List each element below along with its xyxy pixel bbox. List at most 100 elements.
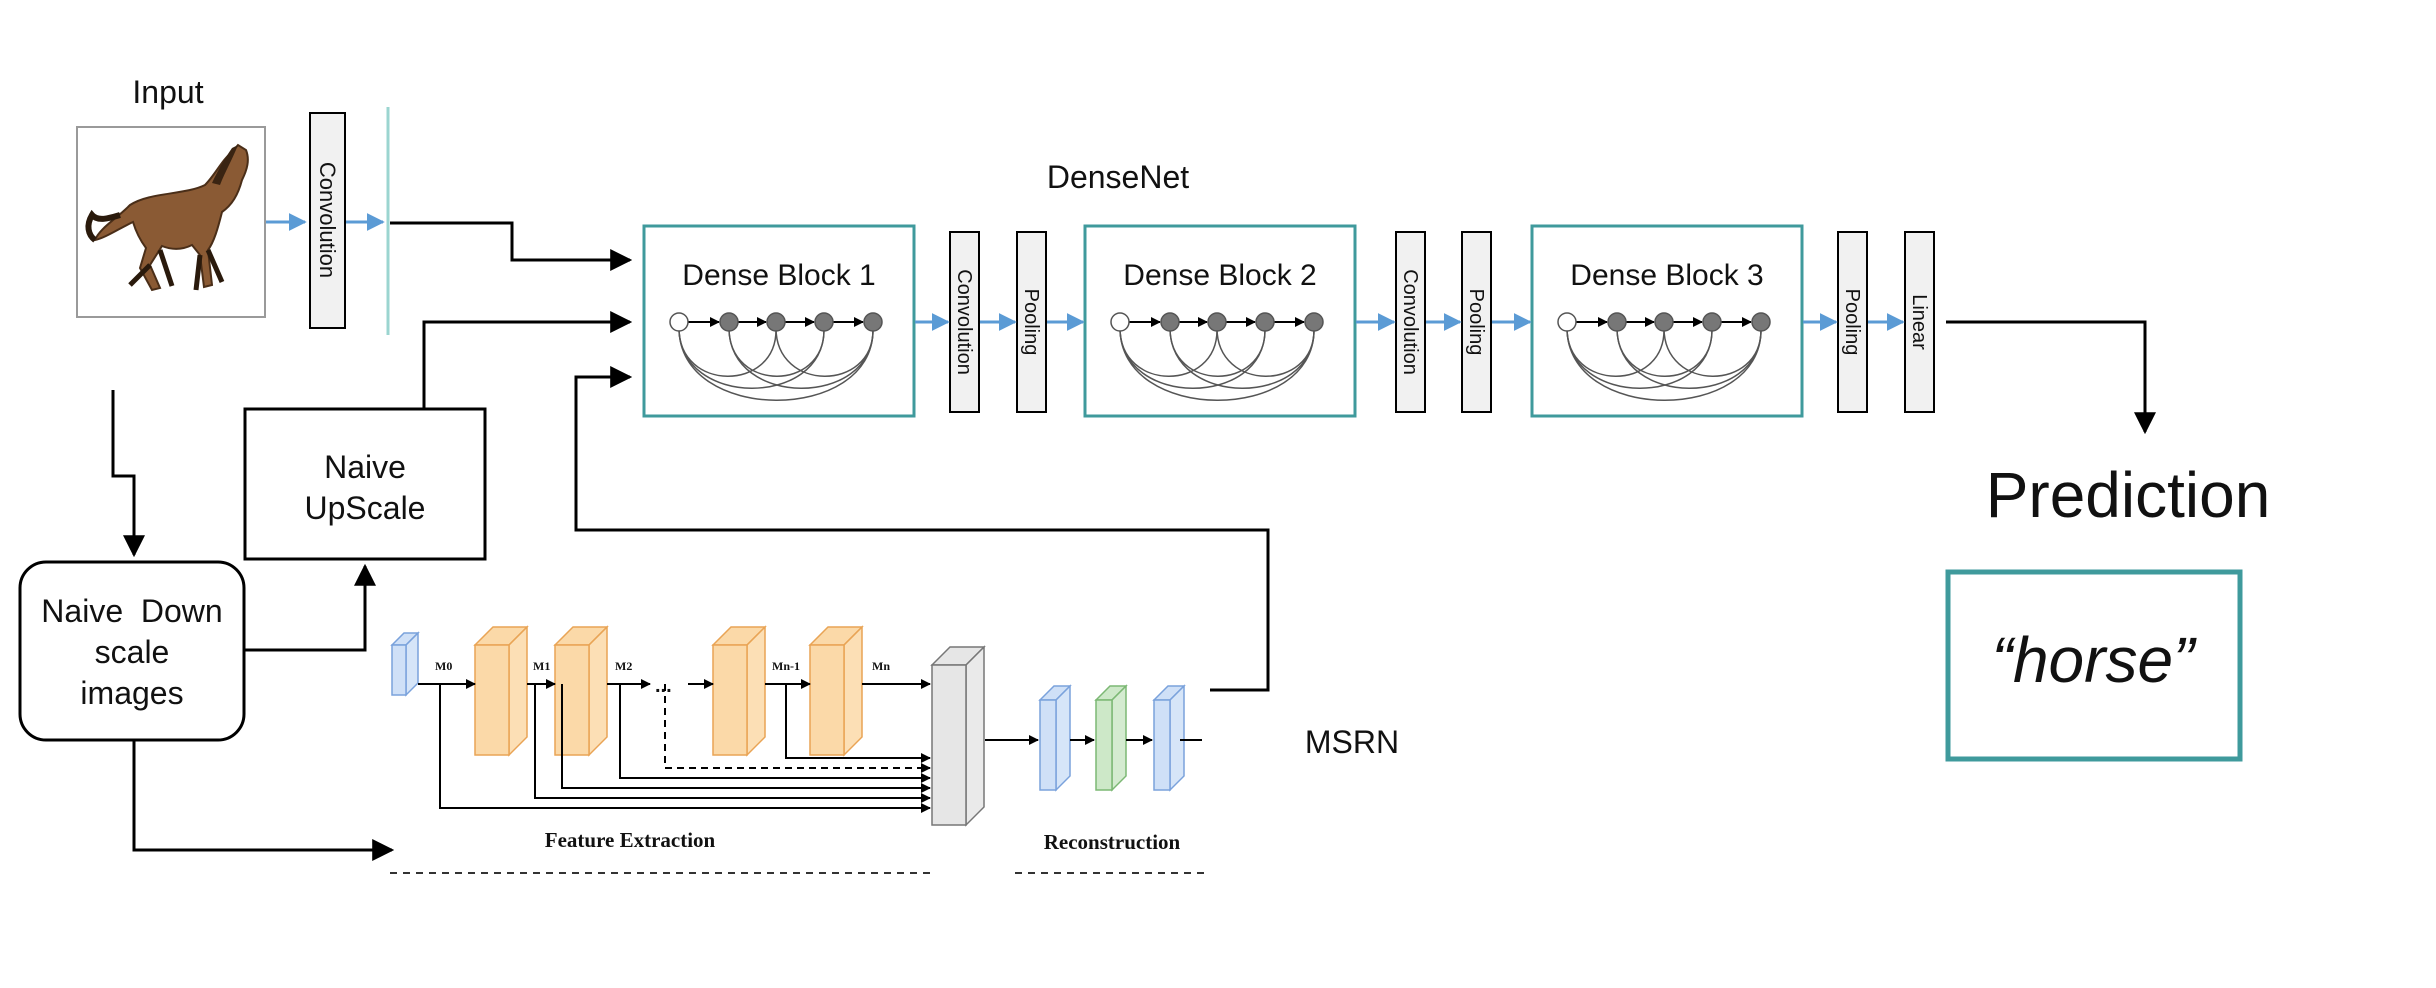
block-front-face bbox=[1153, 699, 1171, 791]
msrn-stage-label: M0 bbox=[435, 659, 452, 673]
block-front-face bbox=[391, 644, 407, 696]
arrow-feature-to-denseblock1 bbox=[390, 221, 633, 271]
dense-node bbox=[719, 312, 739, 332]
transition-layer-box bbox=[949, 231, 980, 413]
dense-node bbox=[766, 312, 786, 332]
msrn-skip-connection bbox=[439, 684, 931, 813]
naive-downscale-line-2: scale bbox=[95, 634, 170, 670]
dense-node bbox=[1702, 312, 1722, 332]
naive-upscale-line-1: Naive bbox=[324, 449, 406, 485]
dense-node bbox=[1304, 312, 1324, 332]
msrn-stage-label: Mn-1 bbox=[772, 659, 800, 673]
arrow-msrn-to-denseblock1 bbox=[574, 366, 1270, 692]
msrn-residual-block bbox=[711, 625, 767, 757]
arrow-linear-to-prediction bbox=[1946, 320, 2156, 435]
horse-image bbox=[85, 143, 249, 292]
dense-input-node bbox=[1557, 312, 1577, 332]
msrn-label: MSRN bbox=[1305, 724, 1399, 760]
transition-layer-box bbox=[1395, 231, 1426, 413]
block-side-face bbox=[405, 631, 419, 697]
transition-layer-pooling: Pooling bbox=[1837, 231, 1868, 413]
dense-block-label: Dense Block 2 bbox=[1123, 259, 1316, 292]
dense-input-node bbox=[1110, 312, 1130, 332]
dense-node bbox=[814, 312, 834, 332]
dense-block-2: Dense Block 2 bbox=[1083, 224, 1357, 418]
block-side-face bbox=[1111, 684, 1127, 792]
msrn-residual-block bbox=[553, 625, 609, 757]
naive-downscale-line-3: images bbox=[80, 675, 183, 711]
transition-layer-pooling: Pooling bbox=[1016, 231, 1047, 413]
dense-block-label: Dense Block 3 bbox=[1570, 259, 1763, 292]
transition-layer-linear: Linear bbox=[1904, 231, 1935, 413]
block-front-face bbox=[554, 644, 590, 756]
reconstruction-label: Reconstruction bbox=[1044, 830, 1181, 854]
dense-blocks: Dense Block 1 Dense Block 2 Dense Block 3 bbox=[642, 224, 1804, 418]
block-front-face bbox=[1095, 699, 1113, 791]
msrn-dots: ... bbox=[655, 675, 672, 697]
msrn-recon-conv-3 bbox=[1152, 684, 1186, 792]
dense-input-node bbox=[669, 312, 689, 332]
msrn-stage-label: M1 bbox=[533, 659, 550, 673]
dense-skip-connection bbox=[1216, 327, 1315, 377]
transition-layer-box bbox=[1016, 231, 1047, 413]
transition-layer-box bbox=[1461, 231, 1492, 413]
arrow-upscale-to-denseblock1 bbox=[422, 311, 633, 409]
input-convolution-layer bbox=[309, 112, 346, 329]
block-front-face bbox=[809, 644, 845, 756]
msrn-skip-connection bbox=[664, 684, 931, 773]
transition-layer-box bbox=[1904, 231, 1935, 413]
densenet-label: DenseNet bbox=[1047, 159, 1189, 195]
transition-layer-label: Convolution bbox=[953, 269, 975, 375]
transition-layer-box bbox=[1837, 231, 1868, 413]
msrn-network: ... M0 M1 M2 Mn-1 Mn bbox=[390, 625, 1202, 827]
transition-layer-convolution: Convolution bbox=[949, 231, 980, 413]
msrn-recon-conv-2 bbox=[1094, 684, 1128, 792]
transition-layer-label: Pooling bbox=[1465, 289, 1487, 356]
block-side-face bbox=[843, 625, 863, 757]
naive-downscale-line-1: Naive Down bbox=[41, 593, 222, 629]
transition-layer-label: Linear bbox=[1908, 294, 1930, 350]
msrn-bottleneck bbox=[930, 645, 986, 827]
naive-upscale-line-2: UpScale bbox=[305, 490, 426, 526]
block-side-face bbox=[508, 625, 528, 757]
block-side-face bbox=[1169, 684, 1185, 792]
dense-node bbox=[1751, 312, 1771, 332]
block-front-face bbox=[474, 644, 510, 756]
dense-node bbox=[1255, 312, 1275, 332]
block-front-face bbox=[1039, 699, 1057, 791]
transition-layer-label: Pooling bbox=[1841, 289, 1863, 356]
msrn-residual-block bbox=[473, 625, 529, 757]
msrn-stage-label: Mn bbox=[872, 659, 890, 673]
dense-block-1: Dense Block 1 bbox=[642, 224, 916, 418]
prediction-box bbox=[1945, 569, 2243, 762]
dense-node bbox=[1207, 312, 1227, 332]
block-side-face bbox=[1055, 684, 1071, 792]
arrow-input-to-downscale bbox=[111, 390, 145, 558]
block-side-face bbox=[965, 645, 985, 827]
arrow-downscale-to-msrn bbox=[132, 740, 395, 861]
transition-layers: Convolution Pooling Convolution Pooling Pool… bbox=[949, 231, 1935, 413]
dense-node bbox=[1654, 312, 1674, 332]
input-label: Input bbox=[132, 74, 203, 110]
dense-skip-connection bbox=[1663, 327, 1762, 377]
block-front-face bbox=[931, 664, 967, 826]
transition-layer-pooling: Pooling bbox=[1461, 231, 1492, 413]
dense-node bbox=[863, 312, 883, 332]
feature-extraction-label: Feature Extraction bbox=[545, 828, 716, 852]
arrow-downscale-to-upscale bbox=[244, 563, 376, 652]
dense-node bbox=[1607, 312, 1627, 332]
block-side-face bbox=[588, 625, 608, 757]
dense-node bbox=[1160, 312, 1180, 332]
dense-skip-connection bbox=[775, 327, 874, 377]
input-convolution-label: Convolution bbox=[315, 162, 340, 278]
block-side-face bbox=[746, 625, 766, 757]
dense-block-3: Dense Block 3 bbox=[1530, 224, 1804, 418]
msrn-residual-block bbox=[808, 625, 864, 757]
dense-block-label: Dense Block 1 bbox=[682, 259, 875, 292]
transition-layer-label: Pooling bbox=[1020, 289, 1042, 356]
transition-layer-label: Convolution bbox=[1399, 269, 1421, 375]
block-front-face bbox=[712, 644, 748, 756]
msrn-skip-connection bbox=[534, 684, 931, 803]
msrn-stage-label: M2 bbox=[615, 659, 632, 673]
